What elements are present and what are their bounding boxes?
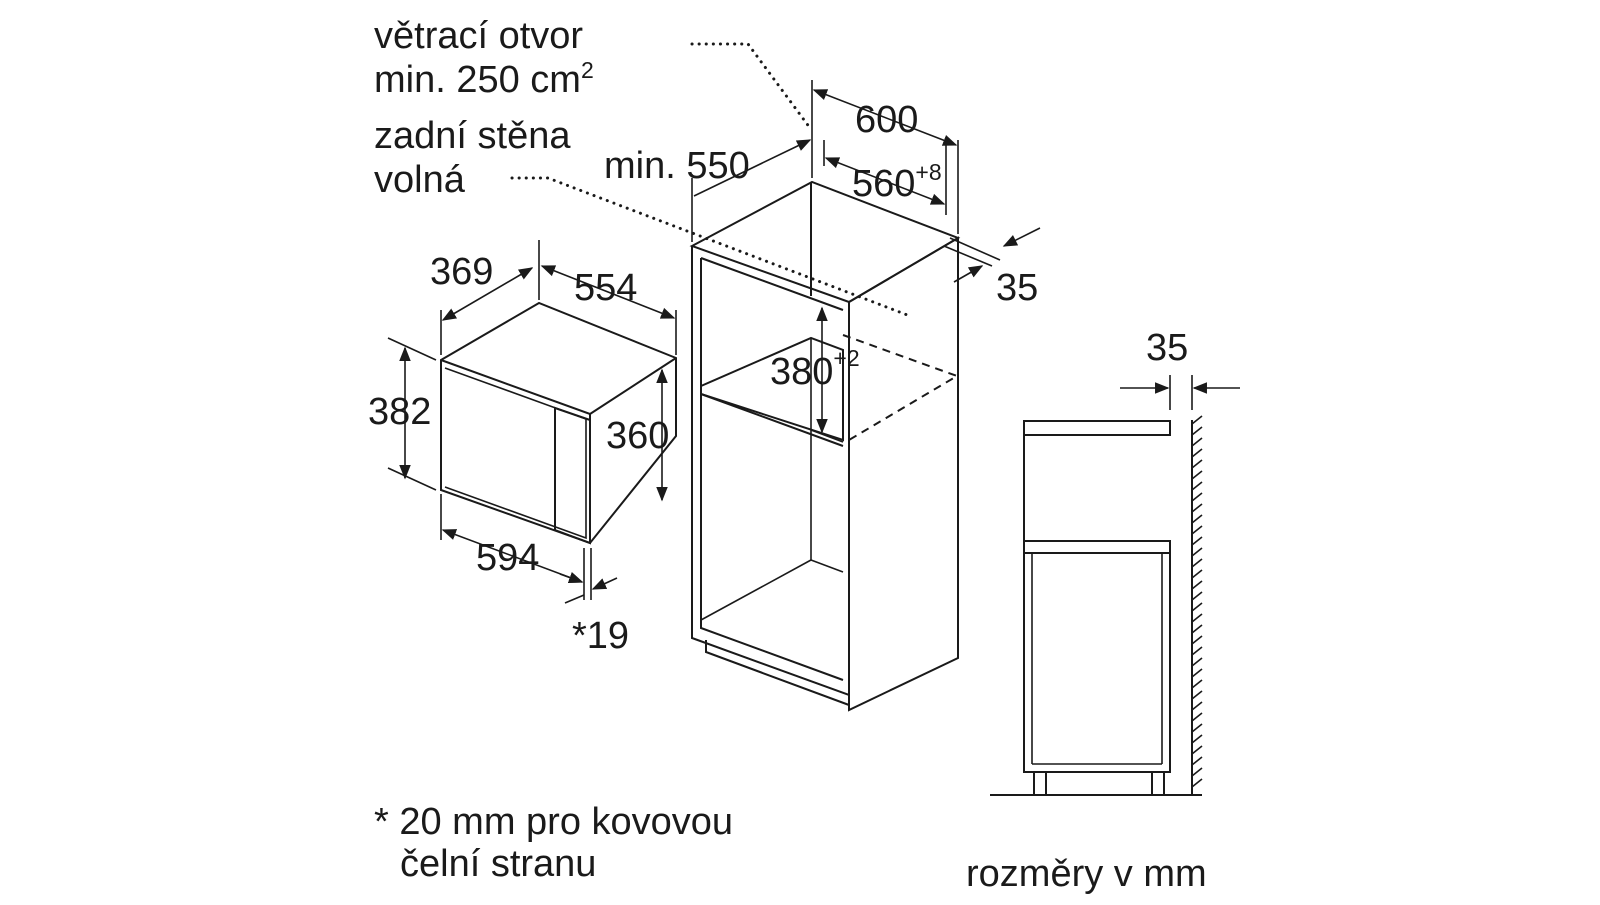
vent-leader (690, 42, 812, 130)
wall-hatch-stroke (1191, 734, 1203, 744)
footnote-line2: čelní stranu (400, 843, 596, 885)
ext-382-top (387, 337, 437, 361)
side-foot-right (1151, 771, 1165, 796)
dim-560-label: 560+8 (852, 159, 942, 205)
wall-hatch-stroke (1191, 657, 1203, 667)
wall-hatch-stroke (1191, 635, 1203, 645)
dim-19-leader (564, 594, 585, 604)
wall-hatch-stroke (1191, 459, 1203, 469)
wall-hatch-stroke (1191, 756, 1203, 766)
wall-hatch-stroke (1191, 745, 1203, 755)
niche-dashed-outline (842, 334, 960, 441)
dim-19-arrow-left (559, 572, 584, 583)
dim-19-arrow-right (591, 577, 618, 590)
wall-hatch-stroke (1191, 712, 1203, 722)
dim-550-label: min. 550 (604, 145, 750, 187)
dim-19-label: *19 (572, 615, 629, 657)
wall-hatch-stroke (1191, 613, 1203, 623)
side-top-board (1023, 420, 1171, 436)
back-wall-leader (510, 176, 912, 318)
cabinet-inner-left (700, 258, 844, 681)
wall-hatching (1191, 415, 1203, 788)
back-wall-label-line1: zadní stěna (374, 115, 571, 157)
vent-label-line2: min. 250 cm2 (374, 57, 594, 101)
wall-hatch-stroke (1191, 580, 1203, 590)
wall-hatch-stroke (1191, 723, 1203, 733)
dim-369-line (441, 267, 534, 321)
ext-382-bottom (387, 467, 437, 491)
side-shelf (1023, 540, 1171, 554)
microwave-front-top-edge (440, 357, 677, 416)
lower-floor-left (700, 559, 812, 621)
dim-600-line (812, 89, 958, 146)
microwave-dimensions (387, 240, 677, 604)
dim-360-label: 360 (606, 415, 669, 457)
microwave-drawing (440, 301, 677, 545)
dim-380-label: 380+2 (770, 345, 860, 393)
cabinet-shelf-front (700, 393, 844, 447)
wall-hatch-stroke (1191, 426, 1203, 436)
cabinet-inner-top (700, 257, 844, 311)
dim-35-arrow-upper (1002, 227, 1041, 247)
dim-35-side-label: 35 (1146, 327, 1188, 369)
dim-550-line (693, 139, 812, 197)
lower-floor-right (810, 559, 844, 573)
wall-hatch-stroke (1191, 569, 1203, 579)
side-foot-left (1033, 771, 1047, 796)
dim-600-label: 600 (855, 99, 918, 141)
dim-554-line (540, 265, 676, 319)
wall-hatch-stroke (1191, 448, 1203, 458)
wall-hatch-stroke (1191, 646, 1203, 656)
dim-369-label: 369 (430, 251, 493, 293)
wall-hatch-stroke (1191, 437, 1203, 447)
microwave-control-panel (554, 406, 591, 545)
wall-hatch-stroke (1191, 690, 1203, 700)
cabinet-plinth (705, 640, 850, 706)
ext-35-bottom (943, 245, 993, 267)
wall-hatch-stroke (1191, 415, 1203, 425)
dim-594-label: 594 (476, 537, 539, 579)
wall-hatch-stroke (1191, 624, 1203, 634)
cabinet-shelf (700, 336, 844, 442)
units-label: rozměry v mm (966, 853, 1207, 895)
wall-hatch-stroke (1191, 503, 1203, 513)
microwave-outline (440, 301, 677, 545)
dim-560-line (824, 157, 946, 205)
wall-hatch-stroke (1191, 767, 1203, 777)
wall-hatch-stroke (1191, 602, 1203, 612)
wall-hatch-stroke (1191, 470, 1203, 480)
wall-hatch-stroke (1191, 547, 1203, 557)
vent-label-line1: větrací otvor (374, 15, 583, 57)
dim-35-top-label: 35 (996, 267, 1038, 309)
dim-554-label: 554 (574, 267, 637, 309)
wall-hatch-stroke (1191, 525, 1203, 535)
wall-hatch-stroke (1191, 591, 1203, 601)
cabinet-right-side (848, 236, 959, 712)
footnote-line1: * 20 mm pro kovovou (374, 801, 733, 843)
ext-35-top (949, 237, 1001, 261)
wall-hatch-stroke (1191, 514, 1203, 524)
wall-hatch-stroke (1191, 778, 1203, 788)
wall-hatch-stroke (1191, 492, 1203, 502)
cabinet-drawing (510, 42, 1041, 712)
dim-382-label: 382 (368, 391, 431, 433)
wall-hatch-stroke (1191, 679, 1203, 689)
wall-hatch-stroke (1191, 701, 1203, 711)
back-wall-label-line2: volná (374, 159, 466, 201)
wall-hatch-stroke (1191, 668, 1203, 678)
side-lower-box (1023, 553, 1171, 773)
cabinet-front-frame (691, 246, 850, 697)
dim-594-line (441, 529, 584, 583)
side-section-drawing (990, 375, 1240, 796)
wall-hatch-stroke (1191, 481, 1203, 491)
wall-hatch-stroke (1191, 558, 1203, 568)
wall-hatch-stroke (1191, 536, 1203, 546)
dim-35-arrow-lower (953, 265, 984, 283)
microwave-front-frame (444, 367, 587, 540)
